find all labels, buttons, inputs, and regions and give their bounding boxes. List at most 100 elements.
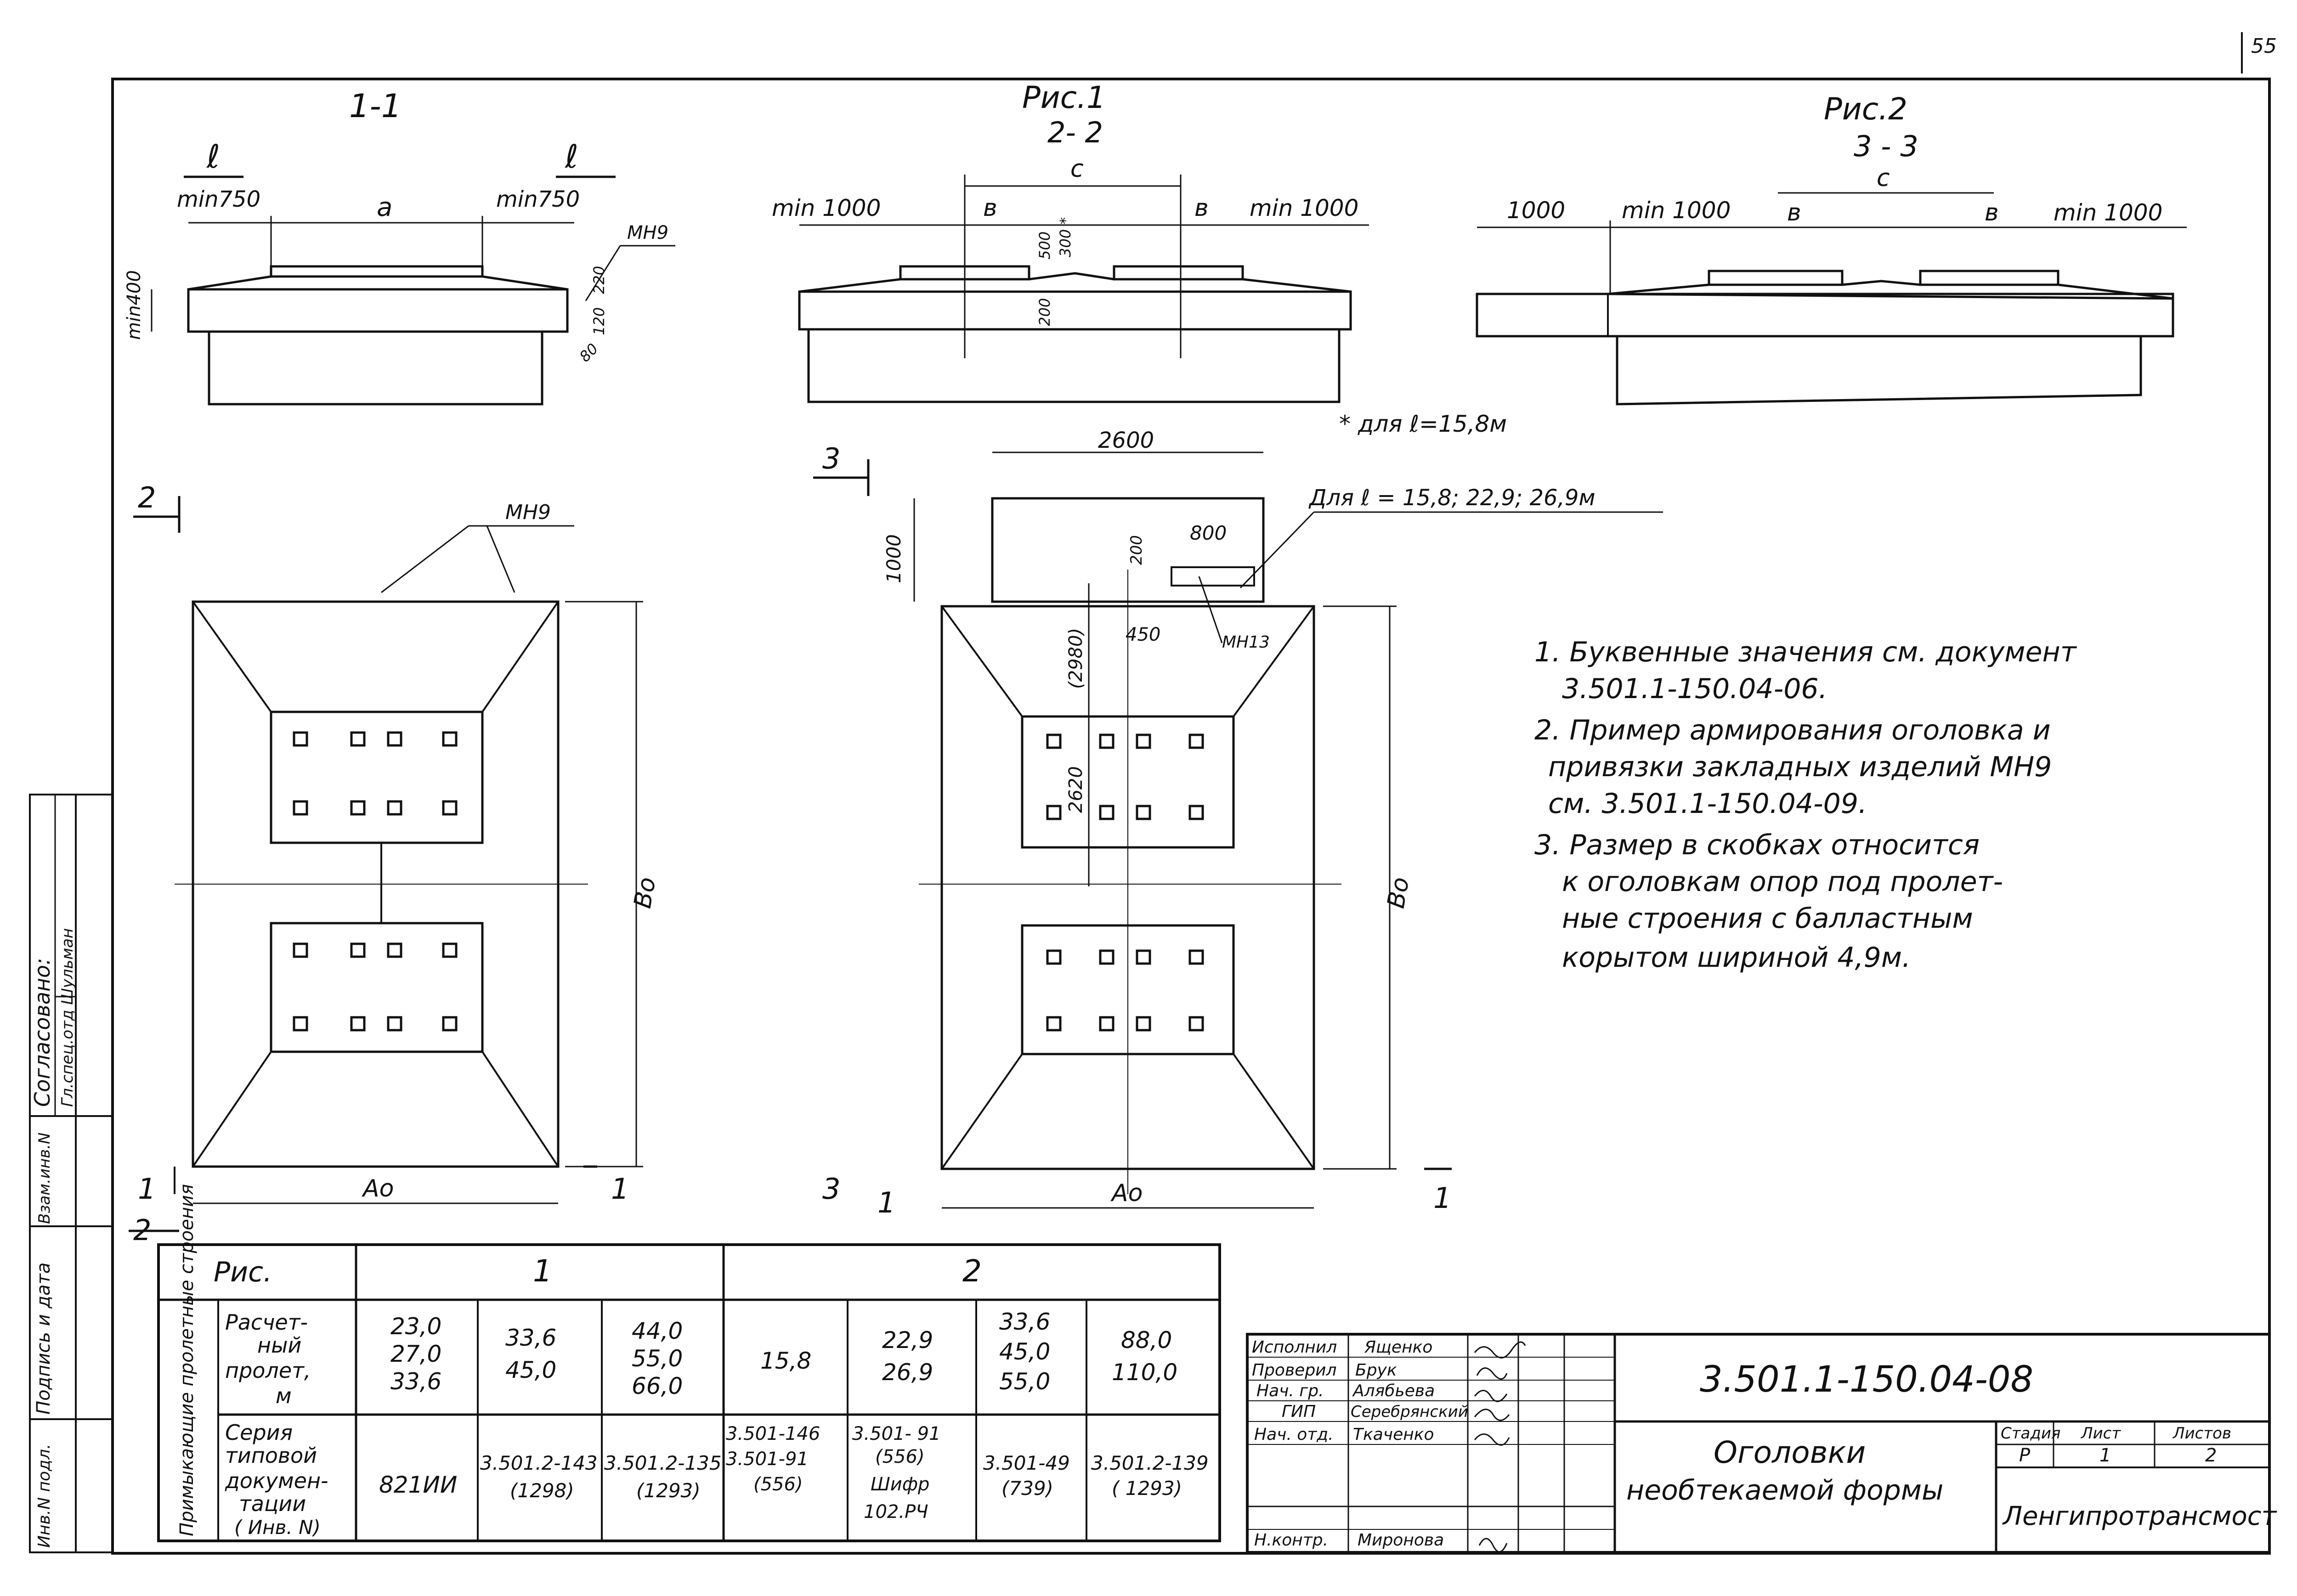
dim-1000-fig2: 1000	[1507, 197, 1565, 224]
span-c6-2: 45,0	[999, 1338, 1050, 1365]
stamp-name-2: Брук	[1355, 1361, 1397, 1380]
mh13-label: МН13	[1222, 633, 1270, 652]
dim-c-fig1: c	[1070, 155, 1084, 183]
stamp-stage: Р	[2019, 1445, 2031, 1466]
stamp-sheets: 2	[2205, 1445, 2217, 1466]
plan-right-mark-1a: 1	[877, 1186, 895, 1219]
dim-120: 120	[590, 307, 608, 335]
fig2-title: Рис.2	[1824, 91, 1907, 127]
series-c6-1: 3.501-49	[983, 1452, 1070, 1474]
series-c3-2: (1293)	[636, 1479, 701, 1502]
mh9-label-1: МН9	[627, 222, 668, 243]
row1-label-3: пролет,	[225, 1358, 311, 1383]
note-line-2: 3.501.1-150.04-06.	[1562, 673, 1827, 705]
dim-a0-left: Ао	[362, 1175, 394, 1202]
note-line-8: ные строения с балластным	[1562, 902, 1973, 935]
table-group-1: 1	[533, 1253, 552, 1289]
signatures	[1474, 1341, 1526, 1553]
section-2-2-label: 2- 2	[1047, 116, 1103, 149]
dim-200-fig1: 200	[1036, 298, 1053, 326]
section-1-1-mark-right: ℓ	[565, 138, 578, 175]
stamp-name-3: Алябьева	[1352, 1382, 1435, 1400]
stamp-title-1: Оголовки	[1714, 1435, 1866, 1470]
row1-label-1: Расчет-	[225, 1310, 308, 1335]
note-star: * для ℓ=15,8м	[1339, 411, 1507, 437]
dim-1000-plan: 1000	[883, 534, 905, 583]
stamp-org: Ленгипротрансмост	[2002, 1501, 2277, 1531]
plan-right-mark-3: 3	[822, 442, 840, 475]
sheet-number: 55	[2251, 34, 2277, 58]
table-group-2: 2	[962, 1253, 982, 1289]
span-c5-1: 22,9	[882, 1327, 933, 1353]
span-c3-2: 55,0	[632, 1345, 683, 1372]
plan-right: 3 2600 1000 Для ℓ = 15,8; 22,9; 26,9м 80…	[813, 428, 1663, 1219]
span-table: Рис. 1 2 Примыкающие пролетные строения …	[157, 1184, 1221, 1542]
dim-2980: (2980)	[1065, 628, 1086, 689]
dim-min750-left: min750	[177, 186, 260, 212]
series-c5-1: 3.501- 91	[852, 1423, 941, 1444]
section-1-1-label: 1-1	[349, 87, 402, 125]
dim-450: 450	[1126, 624, 1160, 645]
stamp-name-1: Ященко	[1364, 1338, 1432, 1357]
stamp-role-1: Исполнил	[1252, 1338, 1337, 1357]
dim-b-right-fig1: в	[1194, 194, 1209, 222]
span-c3-1: 44,0	[632, 1318, 683, 1344]
series-c3-1: 3.501.2-135	[604, 1452, 722, 1474]
dim-2620: 2620	[1065, 766, 1086, 813]
row1-label-2: ный	[257, 1333, 301, 1358]
series-c6-2: (739)	[1001, 1477, 1053, 1500]
dim-500: 500	[1036, 231, 1053, 259]
side-inv-orig: Инв.N подл.	[35, 1444, 54, 1548]
dim-b-right-fig2: в	[1985, 199, 1999, 226]
note-line-6: 3. Размер в скобках относится	[1534, 829, 1980, 861]
note-for-spans: Для ℓ = 15,8; 22,9; 26,9м	[1308, 485, 1595, 511]
span-c2-1: 33,6	[505, 1325, 556, 1351]
section-1-1-mark-left: ℓ	[206, 138, 220, 175]
section-1-1: 1-1 ℓ ℓ min750 a min750 min400 220 120 8…	[124, 87, 675, 406]
dim-300: 300 *	[1057, 217, 1074, 257]
span-c7-2: 110,0	[1112, 1359, 1177, 1386]
plan-left: 2 МН9 Во Ао 1 1 2	[129, 481, 662, 1247]
title-block: Исполнил Проверил Нач. гр. ГИП Нач. отд.…	[1246, 1333, 2277, 1554]
dim-80: 80	[576, 340, 602, 366]
series-c4-3: (556)	[753, 1474, 803, 1495]
series-c4-1: 3.501-146	[726, 1423, 820, 1444]
row2-label-5: ( Инв. N)	[234, 1516, 321, 1539]
plan-right-mark-1b: 1	[1433, 1181, 1451, 1215]
row2-label-1: Серия	[225, 1420, 293, 1445]
series-c7-1: 3.501.2-139	[1091, 1452, 1209, 1474]
side-agreed-names: Гл.спец.отд Шульман	[58, 928, 77, 1107]
note-line-3: 2. Пример армирования оголовка и	[1534, 714, 2051, 746]
plan-right-mark-3b: 3	[822, 1172, 840, 1206]
span-c1-1: 23,0	[390, 1313, 441, 1340]
span-c5-2: 26,9	[882, 1359, 933, 1386]
series-c1-1: 821ИИ	[379, 1472, 457, 1498]
dim-min1000-left-fig2: min 1000	[1622, 197, 1731, 224]
stamp-name-7: Миронова	[1358, 1531, 1444, 1550]
dim-min400: min400	[124, 270, 145, 340]
stamp-title-2: необтекаемой формы	[1626, 1474, 1943, 1506]
stamp-stage-label: Стадия	[2001, 1424, 2060, 1443]
fig1-title: Рис.1	[1022, 80, 1106, 115]
dim-c-fig2: c	[1877, 164, 1890, 192]
section-3-3-label: 3 - 3	[1854, 130, 1918, 163]
side-replace-inv: Взам.инв.N	[35, 1133, 54, 1224]
dim-a: a	[377, 192, 392, 222]
span-c4-1: 15,8	[760, 1348, 811, 1374]
plan-left-mark-2: 2	[138, 481, 156, 514]
section-2-2: Рис.1 2- 2 c min 1000 в в min 1000 500 3…	[772, 80, 1507, 437]
stamp-role-5: Нач. отд.	[1254, 1425, 1334, 1444]
row2-label-3: докумен-	[225, 1468, 328, 1493]
row2-label-4: тации	[239, 1491, 306, 1516]
note-line-1: 1. Буквенные значения см. документ	[1534, 636, 2077, 668]
dim-b0-right: Во	[1382, 875, 1415, 910]
series-c4-2: 3.501-91	[726, 1449, 809, 1470]
series-c2-1: 3.501.2-143	[480, 1452, 598, 1474]
stamp-name-5: Ткаченко	[1353, 1425, 1434, 1444]
stamp-name-4: Серебрянский	[1351, 1403, 1468, 1421]
stamp-doc-code: 3.501.1-150.04-08	[1700, 1359, 2033, 1400]
dim-min1000-left-fig1: min 1000	[772, 195, 881, 221]
span-c3-3: 66,0	[632, 1373, 683, 1399]
dim-min1000-right-fig1: min 1000	[1250, 195, 1358, 221]
plan-left-mark-1b: 1	[611, 1172, 629, 1206]
